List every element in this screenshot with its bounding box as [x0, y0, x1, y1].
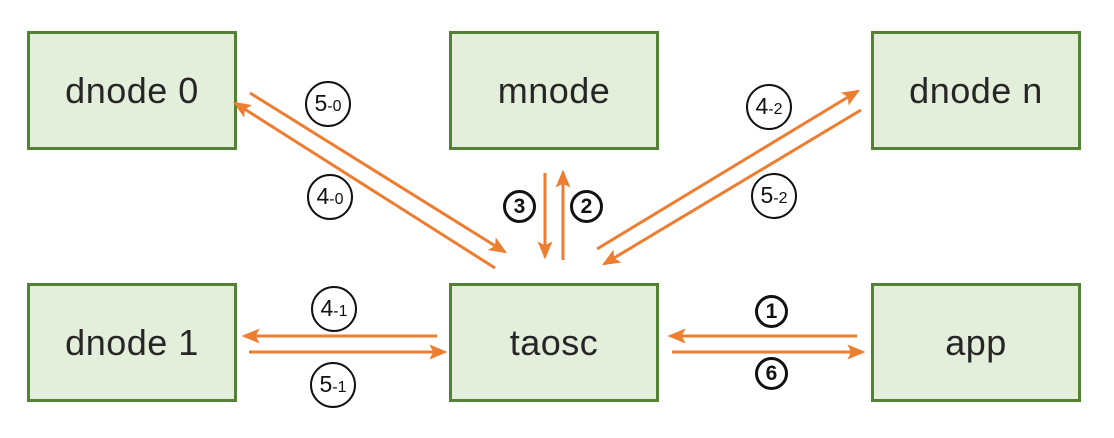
node-app: app	[871, 283, 1081, 402]
edge-label-5-2-suffix: -2	[773, 190, 788, 207]
edge-label-2-text: 2	[580, 194, 593, 218]
edge-label-4-1-suffix: -1	[333, 303, 348, 320]
edge-label-3: 3	[503, 190, 536, 223]
edge-label-4-1-main: 4	[320, 295, 334, 321]
edge-label-6-text: 6	[765, 361, 778, 385]
node-taosc: taosc	[449, 283, 659, 402]
edge-label-4-0: 4-0	[307, 174, 353, 220]
node-dnode-0-label: dnode 0	[65, 69, 199, 111]
node-mnode: mnode	[449, 31, 659, 150]
edge-label-1-text: 1	[765, 299, 778, 323]
edge-label-5-2: 5-2	[751, 173, 797, 219]
node-dnode-n: dnode n	[871, 31, 1081, 150]
edge-label-4-2: 4-2	[746, 84, 792, 130]
node-dnode-0: dnode 0	[27, 31, 237, 150]
node-app-label: app	[945, 321, 1007, 363]
edge-label-4-2-suffix: -2	[768, 101, 783, 118]
edge-label-2: 2	[570, 190, 603, 223]
node-taosc-label: taosc	[509, 321, 599, 363]
node-dnode-1: dnode 1	[27, 283, 237, 402]
edge-label-5-0: 5-0	[305, 81, 351, 127]
edge-label-5-1: 5-1	[310, 362, 356, 408]
edge-label-3-text: 3	[513, 194, 526, 218]
edge-label-5-0-suffix: -0	[327, 98, 342, 115]
edge-label-4-0-suffix: -0	[329, 191, 344, 208]
edge-label-5-2-main: 5	[760, 182, 774, 208]
edge-label-4-2-main: 4	[755, 93, 769, 119]
node-dnode-1-label: dnode 1	[65, 321, 199, 363]
edge-label-4-1: 4-1	[311, 286, 357, 332]
edge-label-6: 6	[755, 357, 788, 390]
edge-label-4-0-main: 4	[316, 183, 330, 209]
edge-label-1: 1	[755, 295, 788, 328]
edge-label-5-0-main: 5	[314, 90, 328, 116]
edge-label-5-1-main: 5	[319, 371, 333, 397]
edge-label-5-1-suffix: -1	[332, 379, 347, 396]
node-mnode-label: mnode	[497, 69, 611, 111]
node-dnode-n-label: dnode n	[909, 69, 1043, 111]
